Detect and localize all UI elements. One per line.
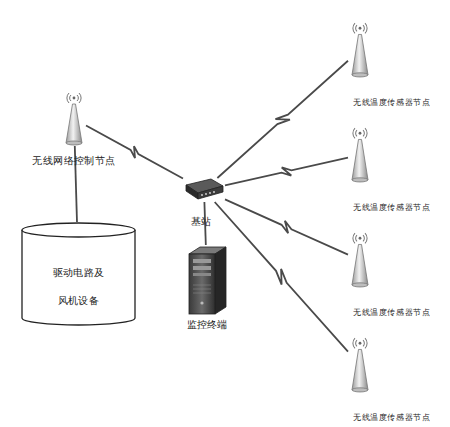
node-label: 无线温度传感器节点: [353, 413, 430, 423]
antenna-node: 无线网络控制节点: [62, 92, 86, 146]
monitor-server-outline: [186, 245, 228, 315]
node-label: 监控终端: [187, 319, 227, 330]
node-label: 基站: [191, 216, 211, 227]
node-label: 无线网络控制节点: [32, 155, 115, 166]
node-label: 无线温度传感器节点: [353, 308, 430, 318]
antenna-node-outline: [348, 127, 372, 183]
monitor-server: 监控终端: [186, 245, 228, 315]
node-label: 无线温度传感器节点: [353, 203, 430, 213]
antenna-node-outline: [62, 92, 86, 146]
antenna-node-outline: [348, 337, 372, 393]
node-label: 无线温度传感器节点: [353, 98, 430, 108]
antenna-node-outline: [348, 232, 372, 288]
wireless-link: [86, 126, 183, 179]
wireless-link: [225, 158, 348, 186]
antenna-node: 无线温度传感器节点: [348, 337, 372, 393]
device-cylinder: 驱动电路及 风机设备: [21, 222, 136, 326]
base-station-router-outline: [183, 178, 225, 202]
antenna-node: 无线温度传感器节点: [348, 127, 372, 183]
antenna-node: 无线温度传感器节点: [348, 232, 372, 288]
wireless-link: [217, 61, 348, 178]
wireless-link: [225, 199, 348, 254]
base-station-router: 基站: [183, 178, 225, 202]
wireless-link: [215, 202, 348, 352]
antenna-node: 无线温度传感器节点: [348, 22, 372, 78]
node-label: 驱动电路及 风机设备: [49, 259, 109, 315]
antenna-node-outline: [348, 22, 372, 78]
